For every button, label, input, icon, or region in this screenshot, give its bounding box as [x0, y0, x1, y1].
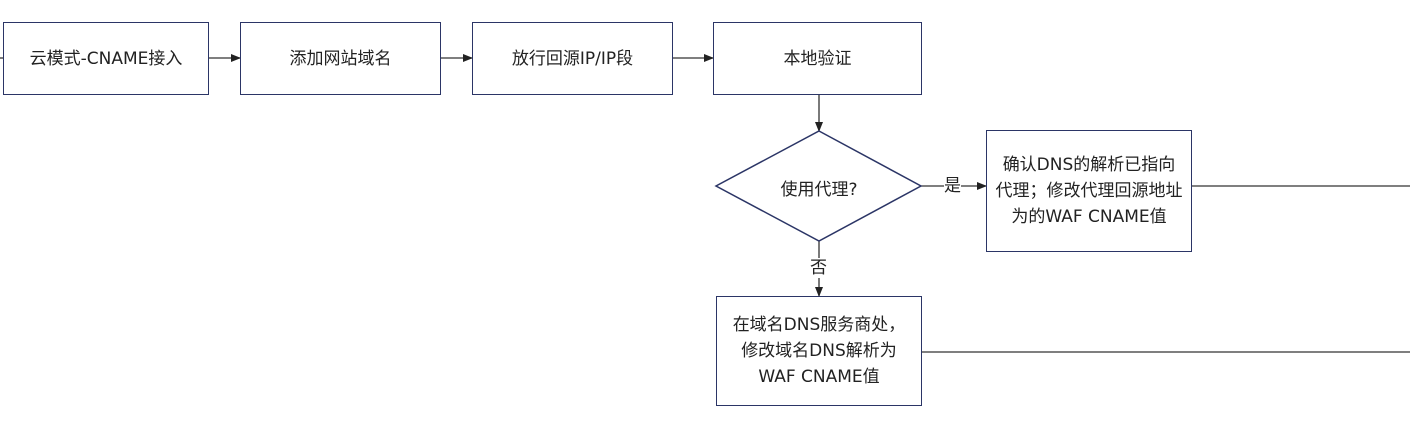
decision-label: 使用代理?	[780, 180, 858, 200]
edge-no-label: 否	[810, 258, 827, 278]
node-local-verify: 本地验证	[713, 22, 922, 95]
node-cname-access: 云模式-CNAME接入	[3, 22, 209, 95]
edge-yes-label: 是	[944, 176, 961, 196]
node-add-domain: 添加网站域名	[240, 22, 441, 95]
node-proxy-config: 确认DNS的解析已指向代理；修改代理回源地址为的WAF CNAME值	[986, 130, 1192, 252]
node-allow-ip: 放行回源IP/IP段	[472, 22, 673, 95]
node-dns-config: 在域名DNS服务商处，修改域名DNS解析为WAF CNAME值	[716, 296, 922, 406]
decision-diamond	[714, 130, 923, 242]
